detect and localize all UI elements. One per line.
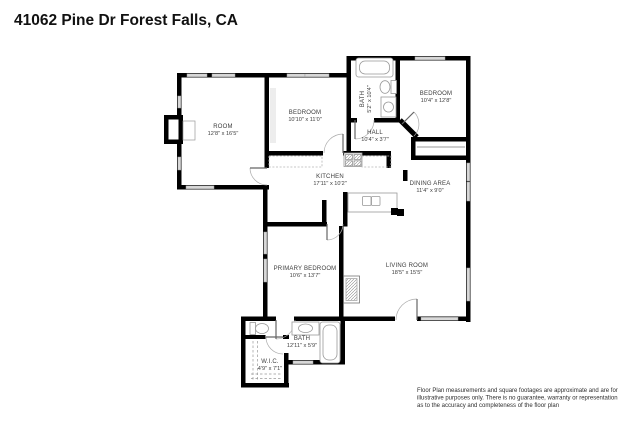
room-dims: 10'6" x 13'7" xyxy=(290,273,321,279)
disclaimer-line: Floor Plan measurements and square foota… xyxy=(417,388,618,394)
room-label: DINING AREA xyxy=(410,181,451,187)
fireplace-hearth xyxy=(182,120,196,141)
room-dims: 12'8" x 16'5" xyxy=(208,131,239,137)
fixtures xyxy=(249,57,398,364)
room-dims: 5'2" x 10'4" xyxy=(367,85,373,113)
room-dims: 17'11" x 10'2" xyxy=(313,181,346,187)
room-label: W.I.C. xyxy=(261,359,279,365)
room-label: BATH xyxy=(294,336,310,342)
toilet xyxy=(390,80,397,94)
kitchen-counter xyxy=(268,155,392,168)
room-label: BEDROOM xyxy=(420,91,452,97)
page-title: 41062 Pine Dr Forest Falls, CA xyxy=(14,12,238,29)
room-dims: 10'4" x 3'7" xyxy=(361,137,389,143)
room-label: KITCHEN xyxy=(316,174,344,180)
room-label: BATH xyxy=(360,91,366,107)
doors xyxy=(249,111,420,355)
room-label: PRIMARY BEDROOM xyxy=(274,266,337,272)
room-dims: 4'9" x 7'1" xyxy=(258,366,282,372)
toilet xyxy=(249,322,256,335)
room-dims: 12'11" x 5'9" xyxy=(287,343,317,349)
room-dims: 10'10" x 11'0" xyxy=(288,117,321,123)
disclaimer-line: as to the accuracy and completeness of t… xyxy=(417,403,559,409)
room-label: BEDROOM xyxy=(289,110,321,116)
closet-rods xyxy=(251,341,281,380)
room-dims: 18'5" x 15'5" xyxy=(392,270,423,276)
disclaimer-line: illustrative purposes only. There is no … xyxy=(417,396,618,402)
room-label: ROOM xyxy=(213,124,232,130)
room-label: HALL xyxy=(367,130,383,136)
room-labels: ROOM 12'8" x 16'5" BEDROOM 10'10" x 11'0… xyxy=(208,85,452,372)
room-label: LIVING ROOM xyxy=(386,263,428,269)
windows xyxy=(177,56,471,365)
room-dims: 10'4" x 12'8" xyxy=(421,98,452,104)
closet-shading xyxy=(270,88,276,143)
chimney-flue xyxy=(168,119,179,140)
disclaimer: Floor Plan measurements and square foota… xyxy=(417,388,618,409)
walls xyxy=(164,56,471,388)
room-dims: 11'4" x 9'0" xyxy=(416,188,443,194)
kitchen-sink xyxy=(362,196,372,206)
angled-wall xyxy=(398,118,419,139)
